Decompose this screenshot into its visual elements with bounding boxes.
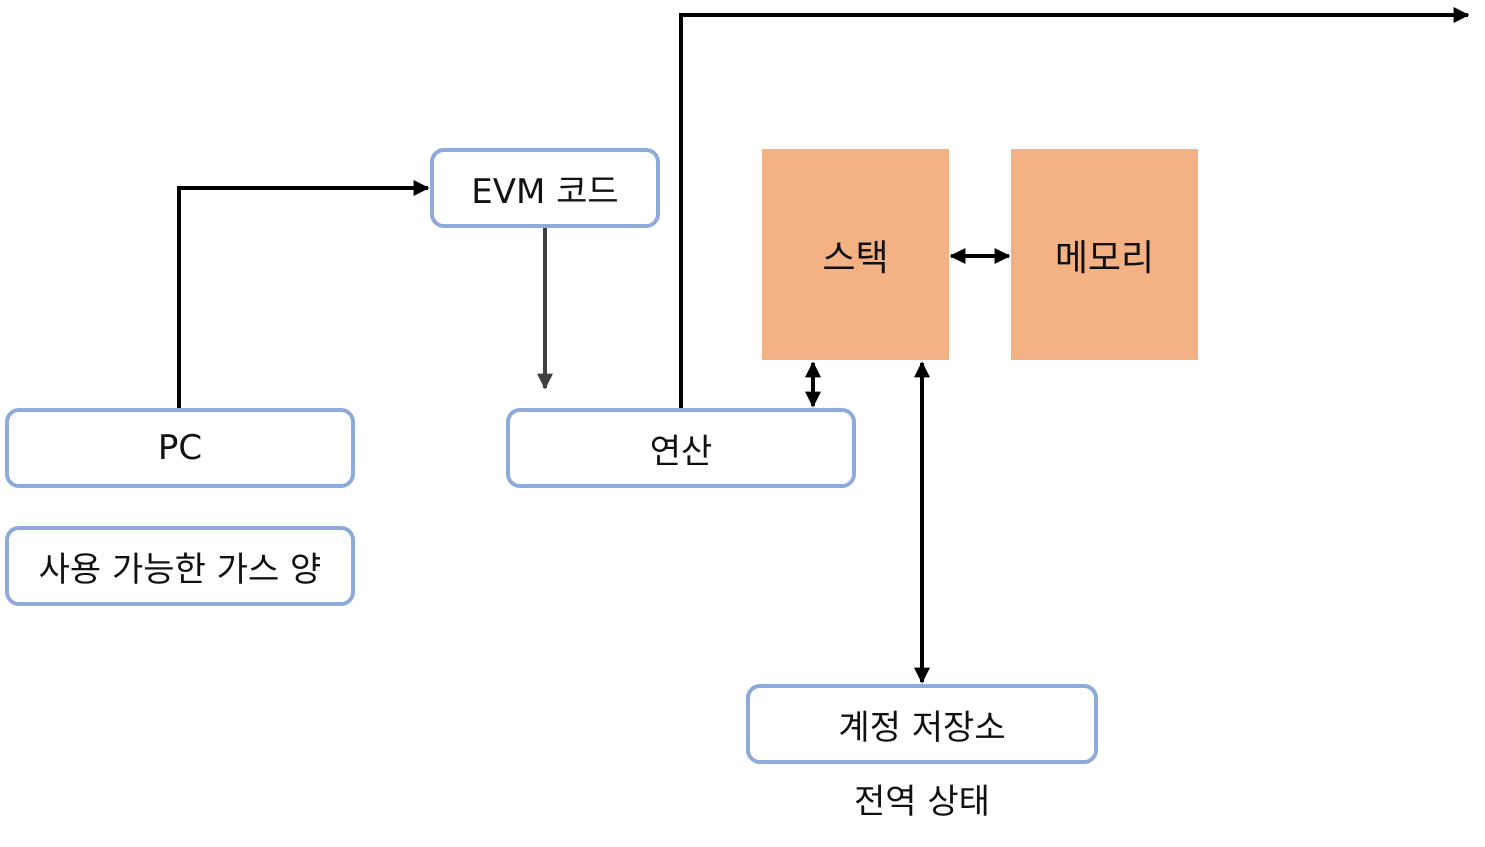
edge-pc-to-evm-code [177, 180, 430, 408]
node-memory-label: 메모리 [1054, 237, 1155, 279]
node-operation: 연산 [506, 408, 856, 488]
node-stack-label: 스택 [822, 237, 889, 279]
node-pc: PC [5, 408, 355, 488]
node-account-storage-label: 계정 저장소 [838, 707, 1006, 748]
node-pc-label: PC [157, 428, 203, 468]
caption-world-state: 전역 상태 [854, 782, 990, 822]
node-evm-code: EVM 코드 [430, 148, 660, 228]
node-available-gas-label: 사용 가능한 가스 양 [38, 549, 322, 590]
node-memory: 메모리 [1011, 149, 1198, 360]
node-account-storage: 계정 저장소 [746, 684, 1098, 764]
node-evm-code-label: EVM 코드 [471, 171, 619, 212]
node-operation-label: 연산 [649, 431, 713, 472]
node-stack: 스택 [762, 149, 949, 360]
node-available-gas: 사용 가능한 가스 양 [5, 526, 355, 606]
